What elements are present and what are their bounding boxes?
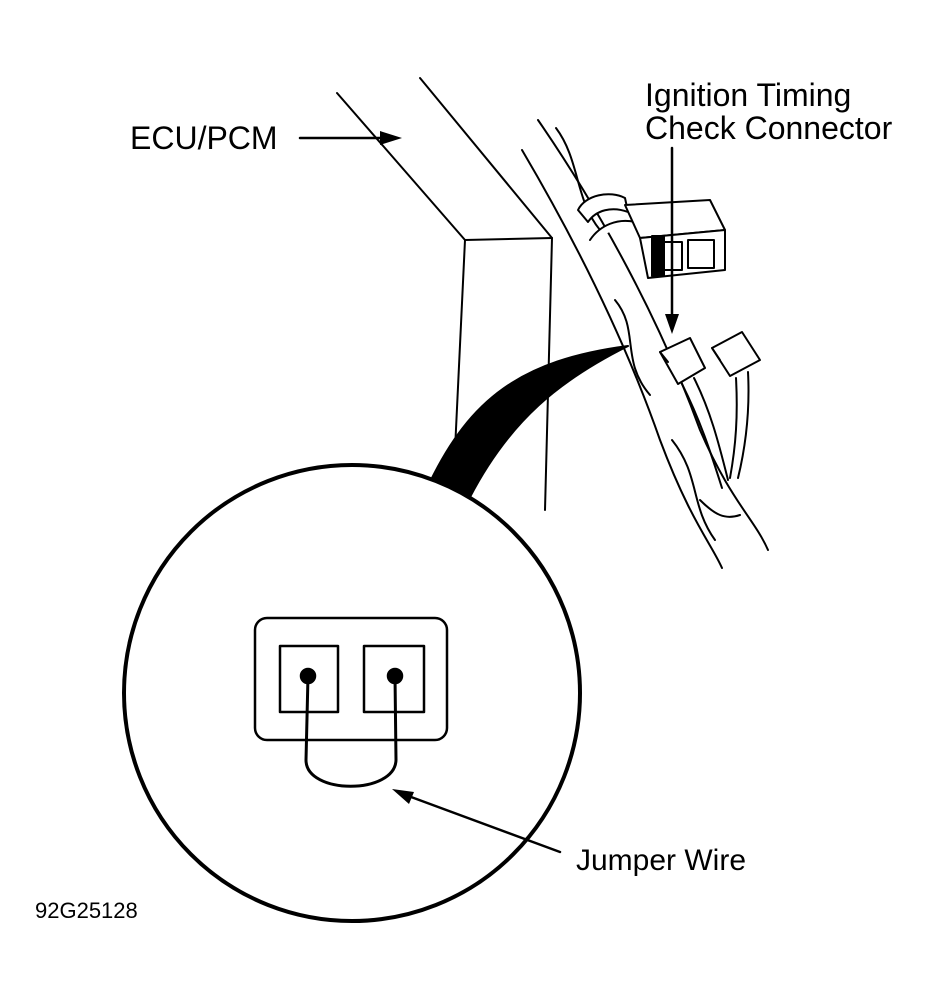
jumper-wire: [304, 674, 398, 788]
leader-arrows: [298, 131, 679, 854]
ignition-label-line2: Check Connector: [645, 110, 893, 146]
magnified-view-circle: [122, 463, 582, 923]
jumper-arrow-head: [392, 789, 414, 804]
ignition-timing-check-connector: [659, 331, 761, 489]
figure-id-label: 92G25128: [35, 898, 138, 923]
ecu-pcm-label: ECU/PCM: [130, 120, 278, 156]
wiring-harness: [521, 119, 769, 569]
jumper-arrow-line: [401, 792, 562, 854]
ecu-pcm-unit: [336, 77, 553, 511]
jumper-wire-label: Jumper Wire: [576, 844, 746, 877]
ignition-label-line1: Ignition Timing: [645, 77, 851, 113]
connector-face: [253, 616, 449, 742]
ecu-arrow-head: [380, 131, 402, 145]
harness-clip: [577, 193, 636, 241]
upper-connector: [624, 199, 726, 279]
ignition-arrow-head: [665, 314, 679, 334]
